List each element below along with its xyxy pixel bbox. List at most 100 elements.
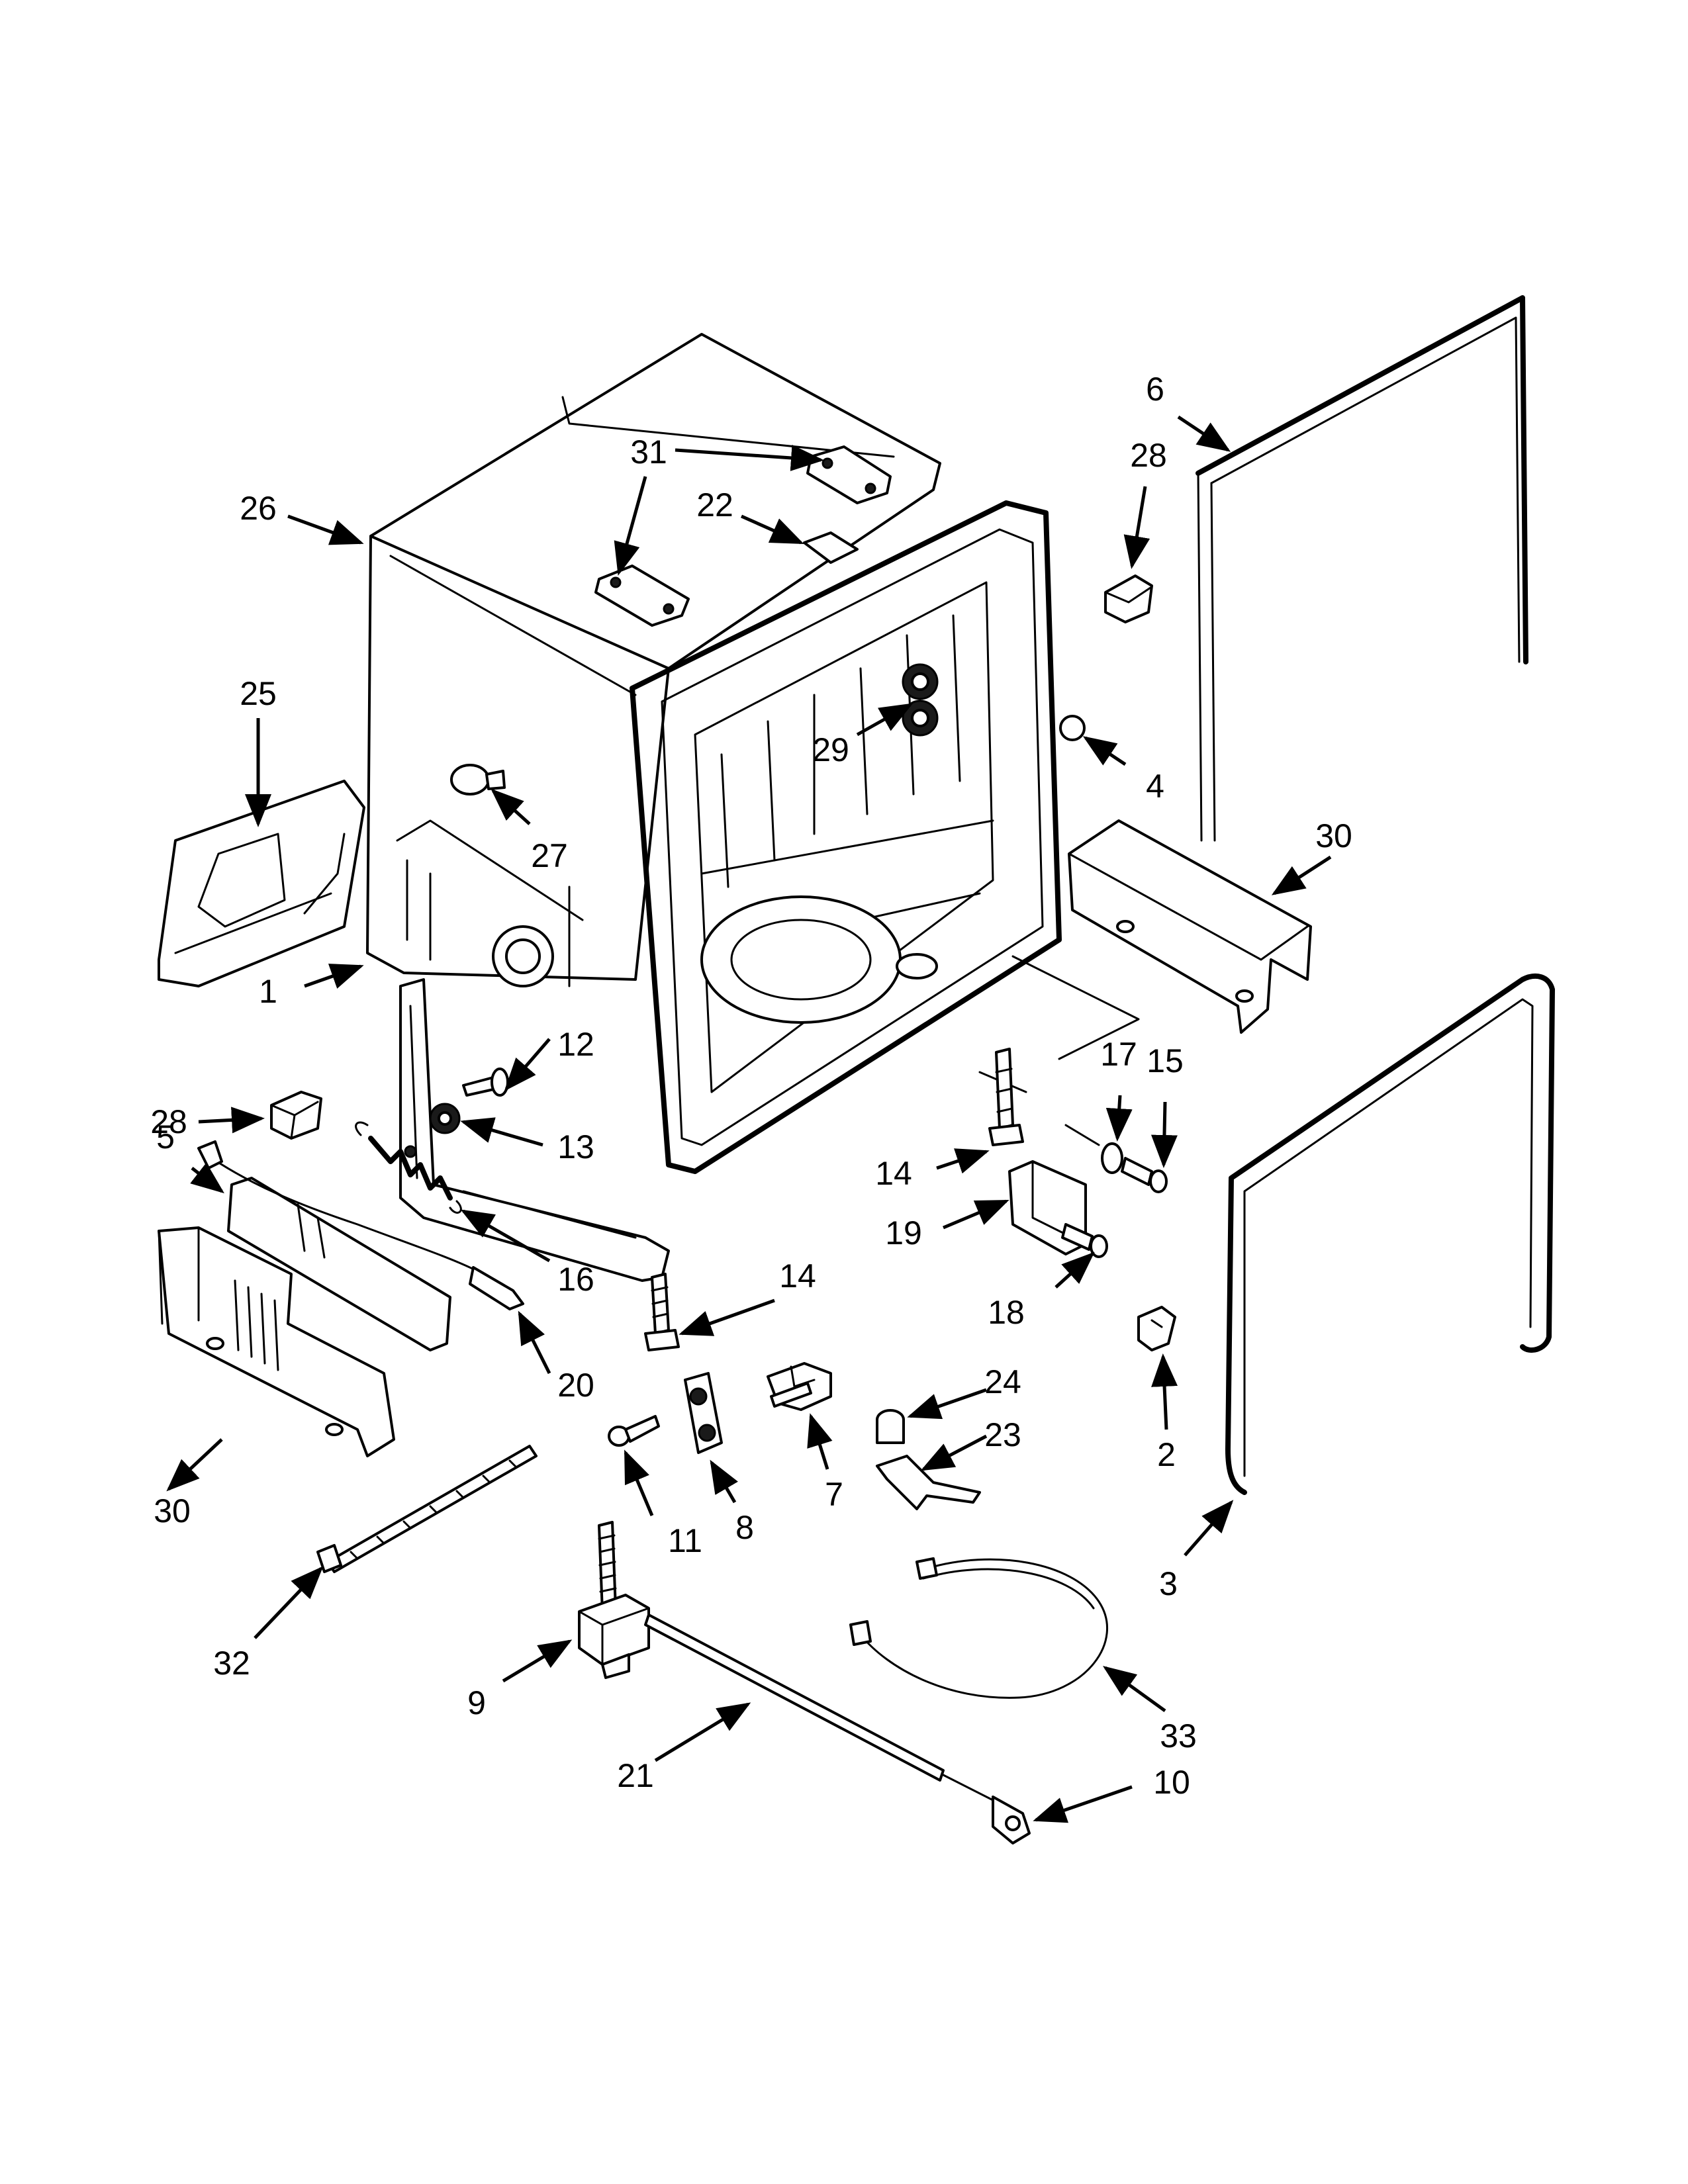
callout-28b: 28 (1130, 437, 1167, 474)
part-11-screw (608, 1415, 660, 1447)
leader-11 (624, 1449, 654, 1516)
leader-6 (1177, 415, 1231, 452)
leader-30a (1271, 855, 1332, 895)
callout-3: 3 (1159, 1565, 1178, 1602)
callout-15: 15 (1147, 1042, 1184, 1079)
leader-26 (287, 514, 364, 545)
leader-8 (710, 1459, 738, 1504)
callout-25: 25 (240, 675, 277, 712)
part-22-vent (803, 531, 859, 564)
callout-24: 24 (984, 1363, 1021, 1400)
callout-32: 32 (213, 1645, 250, 1682)
callout-7: 7 (825, 1476, 843, 1513)
leader-1 (304, 964, 364, 989)
leader-17 (1105, 1095, 1133, 1142)
callout-30b: 30 (154, 1492, 191, 1529)
part-27-plug (450, 764, 506, 796)
part-15-screw (1121, 1157, 1168, 1193)
part-29-grommets (902, 663, 939, 737)
leader-2 (1151, 1353, 1178, 1430)
leader-19 (943, 1199, 1009, 1230)
callout-16: 16 (557, 1261, 594, 1298)
part-13-wheel (429, 1103, 461, 1134)
leader-15 (1150, 1101, 1178, 1168)
leader-14a (936, 1148, 990, 1174)
callout-4: 4 (1146, 768, 1164, 805)
callout-13: 13 (557, 1128, 594, 1165)
callout-14b: 14 (779, 1257, 816, 1295)
part-17-washer (1064, 1124, 1123, 1174)
part-10-fitting (992, 1796, 1031, 1844)
part-8-gasket (684, 1372, 723, 1454)
part-25-wire-harness-bracket (158, 780, 365, 987)
part-33-wire-harness (849, 1557, 1108, 1699)
leader-12 (504, 1038, 551, 1091)
part-bottom-left-bracket (399, 978, 670, 1282)
callout-14a: 14 (875, 1155, 912, 1192)
callout-17: 17 (1100, 1036, 1137, 1073)
part-16-spring (355, 1121, 462, 1214)
callout-26: 26 (240, 490, 277, 527)
callout-22: 22 (696, 486, 733, 523)
part-3-door-seal (1225, 974, 1555, 1495)
part-23-float-switch (876, 1455, 981, 1510)
part-14-leveling-leg-right (988, 1048, 1024, 1146)
tub-front-frame (630, 500, 1140, 1174)
leader-3 (1184, 1500, 1234, 1557)
leader-10 (1033, 1785, 1133, 1823)
callout-18: 18 (988, 1294, 1025, 1331)
part-18-screw (1061, 1223, 1108, 1258)
part-7-switch (767, 1362, 832, 1411)
part-21-rod (644, 1614, 994, 1801)
callout-8: 8 (735, 1509, 754, 1546)
leader-7 (807, 1413, 833, 1470)
leader-16 (460, 1209, 551, 1263)
leader-18 (1055, 1251, 1095, 1289)
leader-31b (614, 476, 647, 576)
part-30-toe-panel-right (1068, 819, 1312, 1034)
callout-27: 27 (531, 837, 568, 874)
callout-21: 21 (617, 1757, 654, 1794)
part-28-clip-right (1104, 574, 1153, 623)
part-9-leveling-assembly (578, 1521, 650, 1679)
part-4-plug (1059, 715, 1086, 741)
part-31-mounting-brackets (594, 445, 892, 627)
callout-33: 33 (1160, 1717, 1197, 1754)
callout-28a: 28 (150, 1103, 187, 1140)
callout-12: 12 (557, 1026, 594, 1063)
callout-30a: 30 (1315, 817, 1352, 854)
leader-21 (654, 1702, 751, 1762)
callout-20: 20 (557, 1367, 594, 1404)
leader-33 (1102, 1666, 1166, 1713)
callout-5: 5 (156, 1118, 175, 1156)
leader-20 (518, 1310, 551, 1375)
callout-labels: 1 2 3 4 5 6 7 8 9 10 11 12 13 14 14 15 1… (150, 371, 1352, 1801)
part-12-screw (462, 1068, 509, 1097)
leader-9 (502, 1639, 573, 1683)
leader-32 (254, 1566, 324, 1639)
part-14-leveling-leg-left (644, 1273, 680, 1351)
leader-27 (491, 788, 531, 825)
leader-28b (1123, 486, 1150, 569)
callout-9: 9 (467, 1684, 486, 1721)
callout-10: 10 (1153, 1764, 1190, 1801)
part-24-float (876, 1409, 905, 1444)
leader-13 (460, 1117, 543, 1147)
leader-29 (856, 703, 914, 737)
callout-19: 19 (885, 1214, 922, 1251)
callout-23: 23 (984, 1416, 1021, 1453)
callout-6: 6 (1146, 371, 1164, 408)
callout-1: 1 (259, 973, 277, 1010)
part-26-tub-shell (366, 333, 941, 987)
leader-23 (920, 1434, 988, 1471)
leader-22 (740, 514, 804, 545)
part-6-gasket (1196, 295, 1528, 842)
callout-29: 29 (812, 731, 849, 768)
leader-28a (198, 1107, 265, 1134)
part-28-clip-left (270, 1091, 322, 1140)
leader-14b (679, 1298, 775, 1336)
leader-30b (166, 1438, 223, 1492)
part-20-cable (197, 1140, 524, 1310)
leader-5 (190, 1162, 224, 1194)
part-5-bracket (227, 1177, 451, 1351)
